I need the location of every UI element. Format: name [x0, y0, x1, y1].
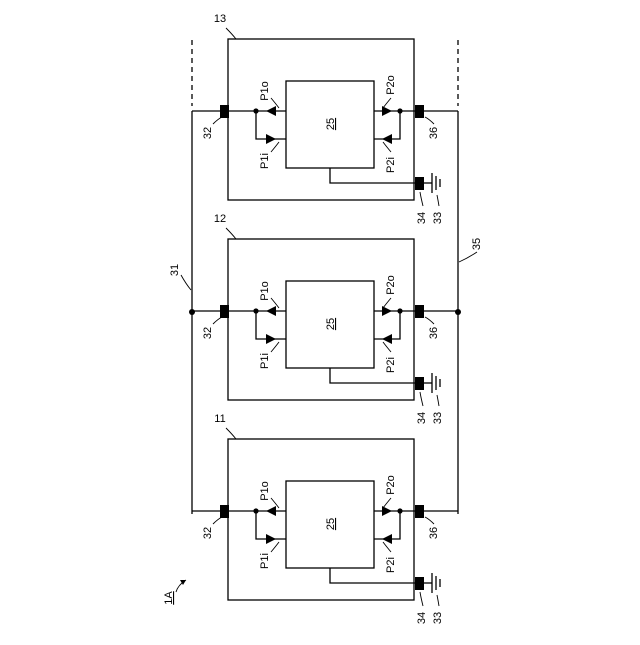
p2i-leader [383, 142, 391, 152]
port-p2i-label: P2i [385, 357, 397, 373]
p2i-wire [374, 511, 400, 539]
module-id-label: 13 [214, 13, 226, 25]
chip-label: 25 [325, 118, 337, 130]
p1i-arrow [266, 134, 276, 144]
left-terminal [220, 105, 229, 118]
p1o-arrow [266, 106, 276, 116]
right-terminal [415, 305, 424, 318]
p2i-wire [374, 111, 400, 139]
left-bus-junction [189, 309, 195, 315]
ground-wire [330, 568, 415, 583]
left-terminal-leader [213, 117, 222, 124]
p2i-leader [383, 342, 391, 352]
ground-terminal [415, 577, 424, 590]
port-p1o-label: P1o [259, 81, 271, 101]
module-id-leader [226, 28, 236, 39]
module-id-label: 12 [214, 213, 226, 225]
left-terminal-label: 32 [202, 527, 214, 539]
right-terminal-leader [425, 317, 434, 324]
chip-label: 25 [325, 518, 337, 530]
p1i-wire [256, 311, 286, 339]
p2o-leader [383, 498, 391, 508]
ground-terminal-leader [420, 192, 423, 206]
p1o-arrow [266, 306, 276, 316]
ground-terminal [415, 177, 424, 190]
ground-terminal-label: 34 [416, 612, 428, 624]
p1i-leader [271, 342, 279, 352]
ground-wire [330, 368, 415, 383]
p1i-wire [256, 111, 286, 139]
ground-symbol-label: 33 [432, 412, 444, 424]
ground-symbol-label: 33 [432, 612, 444, 624]
module-11: 11 25 32 P1oP1i 36 P2oP2i 34 33 [192, 413, 458, 624]
left-terminal-leader [213, 517, 222, 524]
left-terminal-label: 32 [202, 327, 214, 339]
p1i-leader [271, 142, 279, 152]
ground-symbol-label: 33 [432, 212, 444, 224]
right-bus-label: 35 [471, 238, 483, 250]
ground-wire [330, 168, 415, 183]
port-p1i-label: P1i [259, 553, 271, 569]
right-bus-leader [459, 252, 477, 262]
module-id-leader [226, 428, 236, 439]
right-terminal-label: 36 [428, 527, 440, 539]
figure-label: 1A [163, 591, 175, 605]
port-p2o-label: P2o [385, 275, 397, 295]
module-13: 13 25 32 P1oP1i 36 P2oP2i 34 33 [192, 13, 458, 224]
p2o-leader [383, 298, 391, 308]
port-p1i-label: P1i [259, 353, 271, 369]
port-p2o-label: P2o [385, 75, 397, 95]
module-12: 12 25 32 P1oP1i 36 P2oP2i 34 33 [192, 213, 458, 424]
left-terminal-leader [213, 317, 222, 324]
port-p2o-label: P2o [385, 475, 397, 495]
ground-symbol-leader [437, 195, 439, 206]
p1i-leader [271, 542, 279, 552]
port-p2i-label: P2i [385, 157, 397, 173]
module-stack: 132532P1oP1i36P2oP2i3433122532P1oP1i36P2… [192, 13, 458, 624]
ground-terminal [415, 377, 424, 390]
p1i-arrow [266, 334, 276, 344]
port-p1o-label: P1o [259, 481, 271, 501]
port-p1i-label: P1i [259, 153, 271, 169]
p1o-arrow [266, 506, 276, 516]
right-terminal-leader [425, 117, 434, 124]
right-terminal-label: 36 [428, 127, 440, 139]
right-bus-junction [455, 309, 461, 315]
port-p2i-label: P2i [385, 557, 397, 573]
left-terminal [220, 305, 229, 318]
p2i-wire [374, 311, 400, 339]
left-terminal [220, 505, 229, 518]
bus-wiring: 31 35 1A [163, 40, 483, 605]
ground-terminal-label: 34 [416, 412, 428, 424]
right-terminal-leader [425, 517, 434, 524]
p1i-wire [256, 511, 286, 539]
right-terminal [415, 505, 424, 518]
p1i-arrow [266, 534, 276, 544]
module-id-leader [226, 228, 236, 239]
module-id-label: 11 [214, 413, 225, 425]
p2o-leader [383, 98, 391, 108]
ground-terminal-leader [420, 592, 423, 606]
port-p1o-label: P1o [259, 281, 271, 301]
ground-terminal-leader [420, 392, 423, 406]
chip-label: 25 [325, 318, 337, 330]
ground-terminal-label: 34 [416, 212, 428, 224]
right-terminal-label: 36 [428, 327, 440, 339]
ground-symbol-leader [437, 395, 439, 406]
right-terminal [415, 105, 424, 118]
left-bus-leader [181, 275, 191, 290]
left-bus-label: 31 [169, 264, 181, 276]
left-terminal-label: 32 [202, 127, 214, 139]
p2i-leader [383, 542, 391, 552]
ground-symbol-leader [437, 595, 439, 606]
